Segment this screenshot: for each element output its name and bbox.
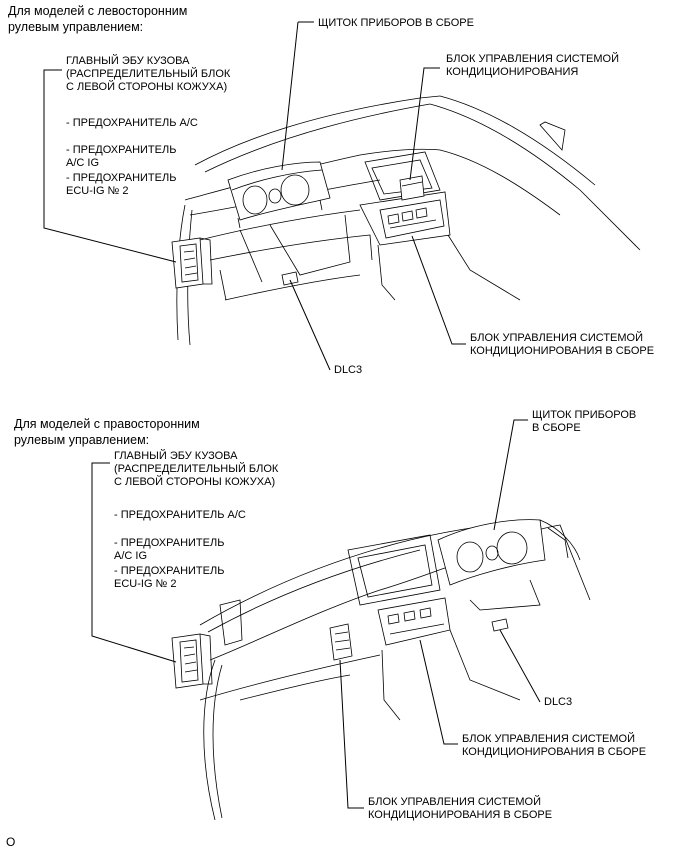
rhd-ac-amplifier-label: БЛОК УПРАВЛЕНИЯ СИСТЕМОЙ КОНДИЦИОНИРОВАН… — [462, 733, 647, 758]
lhd-main-body-ecu-label: ГЛАВНЫЙ ЭБУ КУЗОВА (РАСПРЕДЕЛИТЕЛЬНЫЙ БЛ… — [66, 55, 231, 93]
lhd-fuse-ecu-ig-label: - ПРЕДОХРАНИТЕЛЬ ECU-IG № 2 — [66, 172, 177, 197]
rhd-ac-control-assy-label: БЛОК УПРАВЛЕНИЯ СИСТЕМОЙ КОНДИЦИОНИРОВАН… — [368, 796, 553, 821]
lhd-heading: Для моделей с левосторонним рулевым упра… — [8, 4, 188, 34]
lhd-combination-meter-label: ЩИТОК ПРИБОРОВ В СБОРЕ — [318, 17, 474, 29]
rhd-fuse-ac-label: - ПРЕДОХРАНИТЕЛЬ A/C — [114, 509, 246, 521]
lhd-fuse-ac-ig-label: - ПРЕДОХРАНИТЕЛЬ A/C IG — [66, 144, 177, 169]
rhd-combination-meter-label: ЩИТОК ПРИБОРОВ В СБОРЕ — [532, 409, 637, 434]
lhd-ac-control-assy-label: БЛОК УПРАВЛЕНИЯ СИСТЕМОЙ КОНДИЦИОНИРОВАН… — [470, 332, 655, 357]
rhd-leader-lines — [91, 419, 541, 809]
rhd-dlc3-label: DLC3 — [544, 696, 573, 708]
rhd-fuse-ecu-ig-label: - ПРЕДОХРАНИТЕЛЬ ECU-IG № 2 — [114, 565, 225, 590]
rhd-main-body-ecu-label: ГЛАВНЫЙ ЭБУ КУЗОВА (РАСПРЕДЕЛИТЕЛЬНЫЙ БЛ… — [114, 450, 279, 488]
rhd-fuse-ac-ig-label: - ПРЕДОХРАНИТЕЛЬ A/C IG — [114, 537, 225, 562]
lhd-dashboard-drawing — [171, 95, 641, 346]
rhd-heading: Для моделей с правосторонним рулевым упр… — [14, 417, 200, 447]
footer-code: O — [6, 835, 16, 849]
lhd-ac-amplifier-label: БЛОК УПРАВЛЕНИЯ СИСТЕМОЙ КОНДИЦИОНИРОВАН… — [446, 53, 620, 78]
lhd-fuse-ac-label: - ПРЕДОХРАНИТЕЛЬ A/C — [66, 117, 198, 129]
rhd-dashboard-drawing — [171, 519, 591, 821]
lhd-dlc3-label: DLC3 — [334, 364, 363, 376]
lhd-leader-lines — [43, 21, 466, 371]
